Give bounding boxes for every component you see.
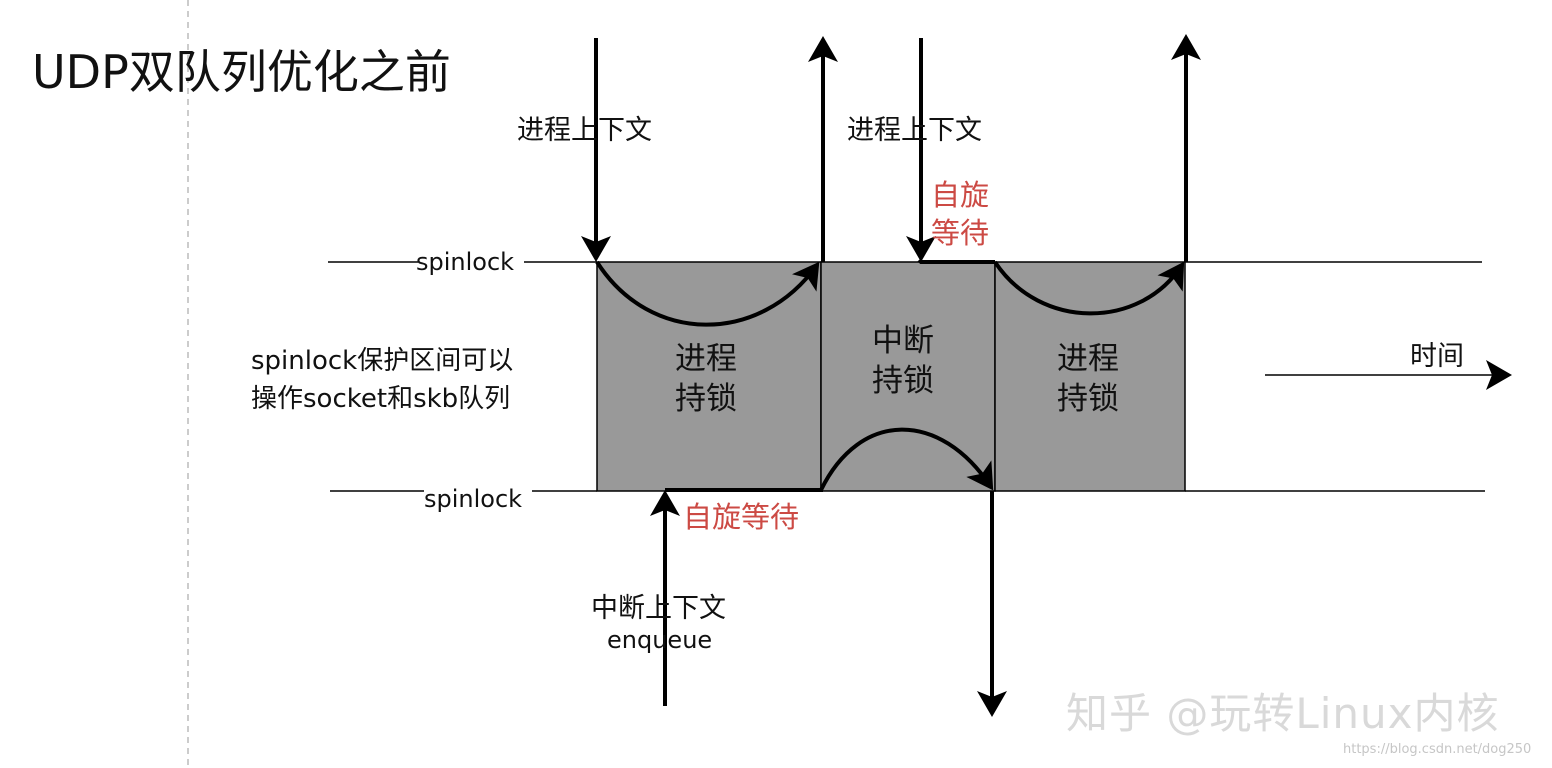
box-process-2-label-2: 持锁 xyxy=(1057,381,1119,417)
process-1-curve-arrow xyxy=(595,260,820,327)
spinlock-label-bottom: spinlock xyxy=(424,485,523,513)
box-process-2-label-1: 进程 xyxy=(1057,341,1119,377)
source-url: https://blog.csdn.net/dog250 xyxy=(1343,742,1532,757)
watermark: 知乎 @玩转Linux内核 xyxy=(1066,689,1500,738)
interrupt-curve-arrow xyxy=(819,427,994,491)
interrupt-context-label: 中断上下文 xyxy=(591,593,726,624)
page-title: UDP双队列优化之前 xyxy=(32,45,451,99)
process-context-label-2: 进程上下文 xyxy=(847,115,982,146)
spinlock-label-top: spinlock xyxy=(416,248,515,276)
enqueue-label: enqueue xyxy=(607,626,713,654)
box-process-1-label-1: 进程 xyxy=(675,341,737,377)
box-interrupt-label-1: 中断 xyxy=(872,323,934,359)
box-process-hold-2 xyxy=(994,261,1186,492)
box-interrupt-label-2: 持锁 xyxy=(872,363,934,399)
process-context-label-1: 进程上下文 xyxy=(517,115,652,146)
process-2-curve-arrow xyxy=(993,260,1185,316)
spin-wait-top-line2: 等待 xyxy=(931,216,990,250)
spin-wait-bottom-label: 自旋等待 xyxy=(683,500,800,534)
spin-wait-top-line1: 自旋 xyxy=(931,178,990,212)
description-line-2: 操作socket和skb队列 xyxy=(251,384,511,414)
box-process-1-label-2: 持锁 xyxy=(675,381,737,417)
time-label: 时间 xyxy=(1410,341,1464,372)
spin-wait-top-line xyxy=(917,258,995,264)
description-line-1: spinlock保护区间可以 xyxy=(251,346,514,376)
